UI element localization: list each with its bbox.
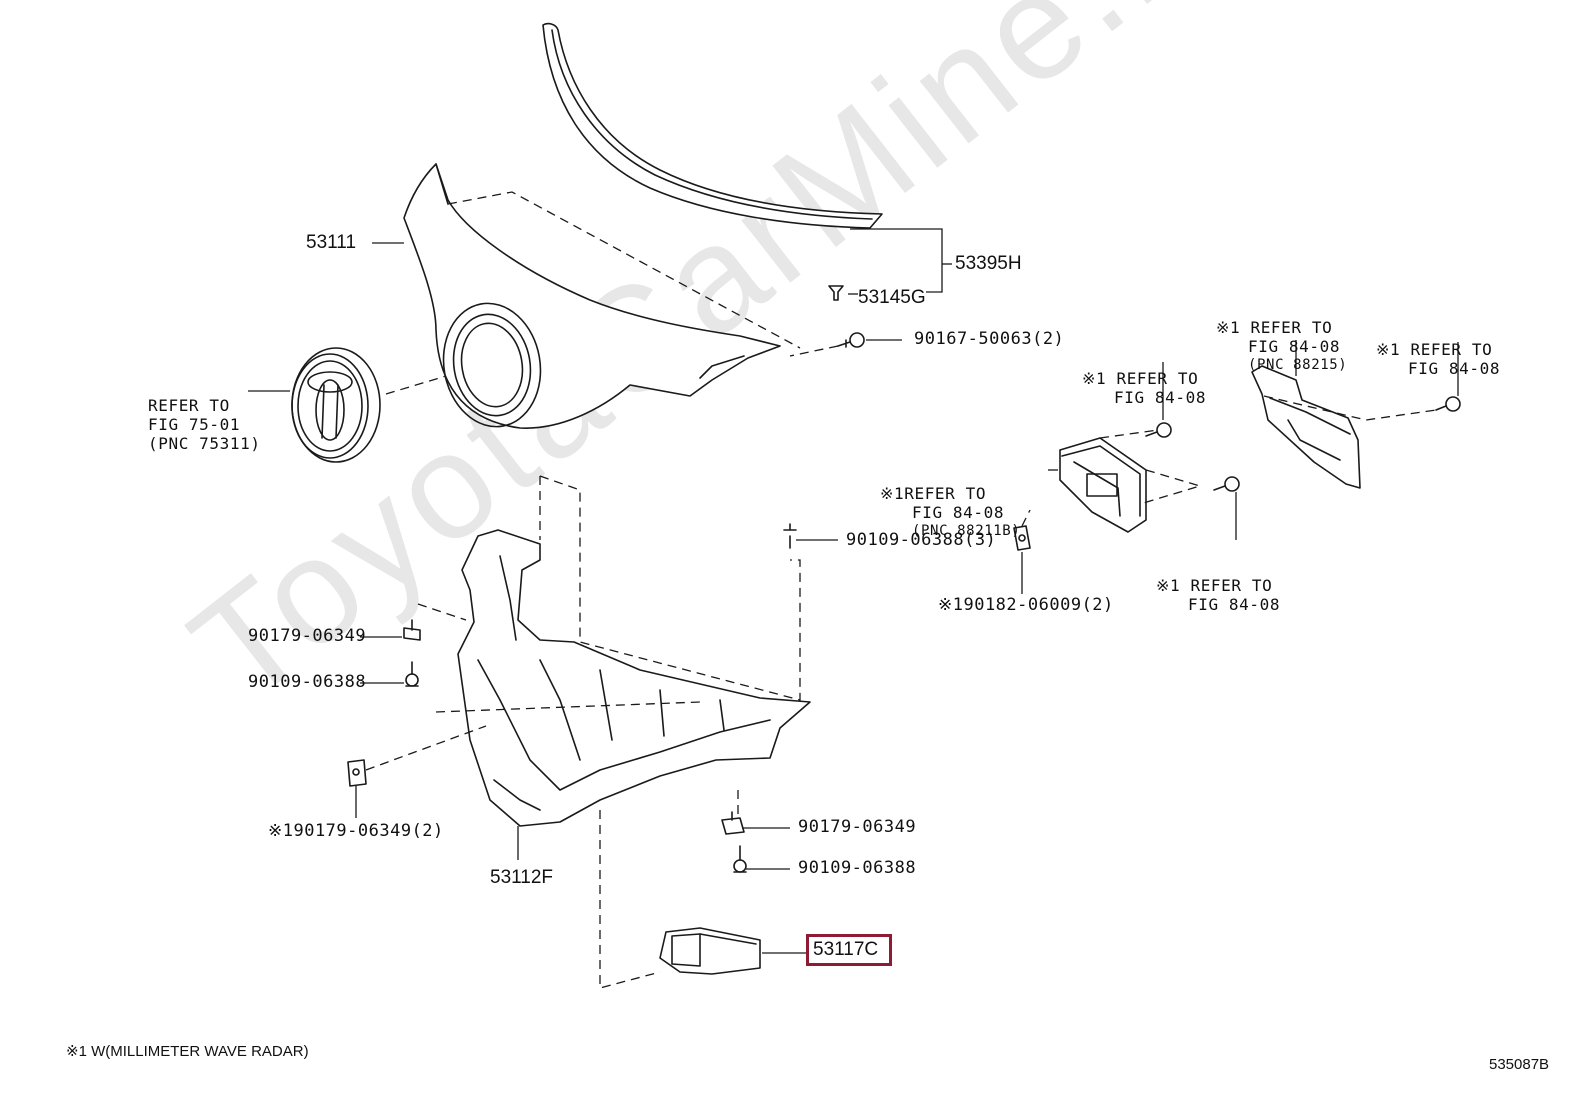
- grille-moulding: [542, 22, 883, 229]
- leader-lines: [248, 228, 1459, 954]
- screw-90167: [837, 332, 865, 348]
- toyota-emblem: [291, 347, 381, 463]
- figure-id: 535087B: [1489, 1056, 1550, 1073]
- bolt-left: [405, 661, 419, 687]
- bolt-right: [1435, 396, 1461, 412]
- clip-53145g: [828, 285, 844, 301]
- label-53145g: 53145G: [858, 287, 926, 308]
- label-90182-06009: ※190182-06009(2): [938, 595, 1114, 615]
- highlight-box: [806, 934, 892, 966]
- label-53112f: 53112F: [490, 867, 554, 888]
- nut-90182: [1013, 525, 1031, 551]
- radar-bracket: [1251, 365, 1361, 489]
- label-53395h: 53395H: [955, 253, 1022, 274]
- bolt-top: [1145, 422, 1172, 438]
- footnote: ※1 W(MILLIMETER WAVE RADAR): [66, 1043, 309, 1060]
- clip-left-a: [403, 619, 421, 641]
- bolt-center: [733, 523, 797, 873]
- radiator-grille: [403, 163, 781, 429]
- label-90109-06388-center: 90109-06388: [798, 858, 917, 878]
- bolt-lower: [1213, 476, 1240, 492]
- radar-sensor: [1059, 437, 1147, 533]
- nut-left-b: [347, 759, 367, 787]
- label-90179-06349-center: 90179-06349: [798, 817, 917, 837]
- label-90109-06388-left: 90109-06388: [248, 672, 367, 692]
- label-90109-06388-3: 90109-06388(3): [846, 530, 997, 550]
- label-90179-06349-2: ※190179-06349(2): [268, 821, 444, 841]
- clip-center: [721, 811, 745, 835]
- label-53111: 53111: [306, 232, 357, 253]
- grille-support-53112f: [457, 529, 811, 827]
- label-90179-06349-left: 90179-06349: [248, 626, 367, 646]
- dashed-lines: [365, 191, 1437, 989]
- label-53117c[interactable]: 53117C: [813, 939, 879, 960]
- label-90167-50063: 90167-50063(2): [914, 329, 1065, 349]
- duct-53117c: [659, 927, 761, 975]
